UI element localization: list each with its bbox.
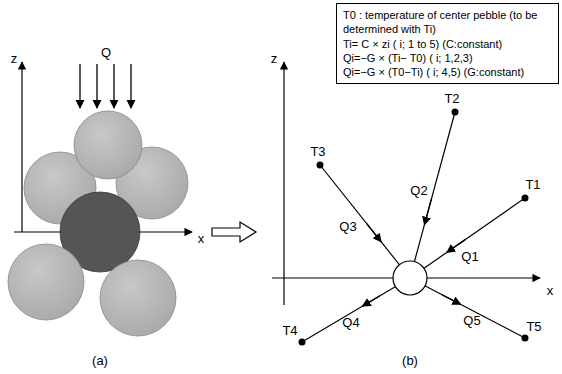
flux-arrow <box>367 224 381 242</box>
axis-label: z <box>11 52 18 65</box>
flux-label: Q <box>101 46 111 59</box>
pebble-point <box>299 339 306 346</box>
conduction-line <box>320 165 410 278</box>
definition-text: Qi=−G × (Ti− T0) ( i; 1,2,3) <box>343 51 552 65</box>
conduction-line <box>410 198 525 278</box>
axes-b <box>272 62 540 305</box>
flux-arrow <box>442 295 460 305</box>
heat-flux-arrows <box>80 64 131 108</box>
network <box>299 109 529 346</box>
conduction-line <box>410 278 525 338</box>
conduction-line <box>302 278 410 342</box>
flux-label: Q5 <box>463 314 480 327</box>
pebble-point <box>522 195 529 202</box>
flux-label: Q2 <box>410 184 427 197</box>
center-pebble <box>393 261 427 295</box>
conduction-line <box>410 112 455 278</box>
flux-label: Q3 <box>339 220 356 233</box>
temperature-label: T3 <box>310 145 325 158</box>
temperature-label: T1 <box>525 178 540 191</box>
pebble-point <box>317 162 324 169</box>
flux-label: Q1 <box>461 250 478 263</box>
axis-label: z <box>271 52 278 65</box>
temperature-label: T2 <box>444 92 459 105</box>
definition-box: T0 : temperature of center pebble (to be… <box>336 3 559 84</box>
definition-text: Qi=−G × (T0−Ti) ( i; 4,5) (G:constant) <box>343 65 552 79</box>
definition-text: T0 : temperature of center pebble (to be… <box>343 8 552 37</box>
panel-label: (a) <box>92 354 108 367</box>
panel-label: (b) <box>402 354 418 367</box>
flux-arrow <box>424 198 431 225</box>
axis-label: x <box>198 232 205 245</box>
flux-label: Q4 <box>342 316 359 329</box>
pebbles <box>8 111 188 336</box>
pebble-point <box>522 335 529 342</box>
hollow-arrow <box>212 222 256 242</box>
definition-text: Ti= C × zi ( i; 1 to 5) (C:constant) <box>343 37 552 51</box>
temperature-label: T5 <box>526 320 541 333</box>
flux-arrow <box>362 296 379 306</box>
axis-label: x <box>547 284 554 297</box>
temperature-label: T4 <box>282 324 297 337</box>
pebble-point <box>452 109 459 116</box>
